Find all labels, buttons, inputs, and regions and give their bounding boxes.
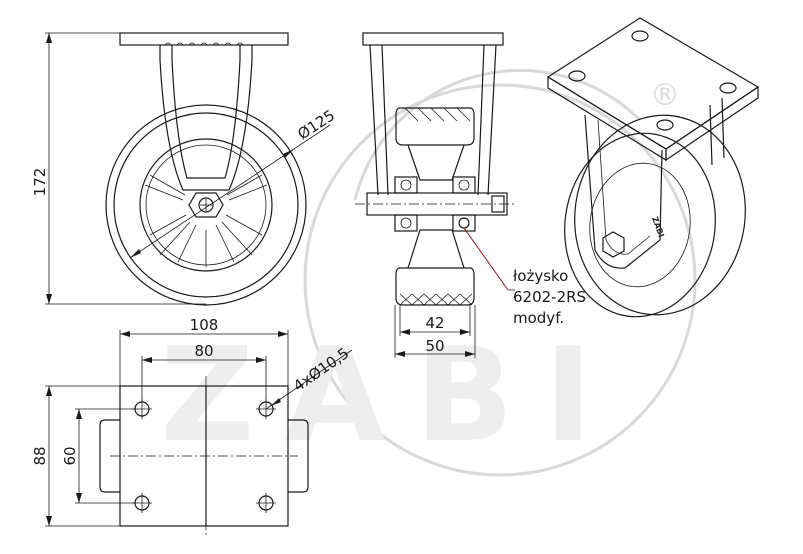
side-wheel-tread — [113, 112, 299, 298]
iso-fork-inner — [597, 119, 651, 255]
front-hub-bottom — [407, 229, 465, 269]
side-diameter-leader — [129, 124, 331, 259]
width-108-label: 108 — [190, 316, 219, 334]
isometric-view: ZABI — [546, 17, 760, 318]
side-wheel-tire — [105, 104, 307, 306]
bearing-note-line3: modyf. — [513, 309, 564, 327]
iso-wheel-back — [574, 114, 746, 316]
iso-plate-hole-3 — [719, 82, 737, 94]
total-width-50-label: 50 — [425, 337, 444, 355]
front-fork-right — [477, 44, 497, 196]
diameter-125-label: Ø125 — [294, 106, 338, 143]
spacing-80-label: 80 — [194, 342, 213, 360]
watermark-registered: ® — [650, 78, 680, 113]
spacing-60-label: 60 — [61, 446, 79, 465]
side-axle-circle — [198, 197, 214, 213]
iso-fork-back — [709, 97, 725, 166]
iso-plate-hole-2 — [631, 30, 649, 42]
height-172-label: 172 — [31, 168, 49, 197]
tread-hatch — [399, 107, 473, 306]
bearing-top-left — [394, 176, 418, 194]
side-fork-outer — [159, 45, 253, 191]
iso-hub-nut — [602, 231, 625, 258]
top-fork-ear-left — [99, 419, 120, 493]
front-view: 42 50 łożysko 6202-2RS modyf. — [355, 32, 586, 358]
side-fork-inner — [171, 45, 241, 179]
side-wheel-rim — [139, 138, 273, 272]
side-view: Ø125 172 — [31, 32, 338, 306]
watermark-brand: ZABI — [160, 319, 622, 471]
iso-wheel-rim — [589, 162, 691, 288]
bearing-top-right — [452, 176, 476, 194]
watermark: ZABI ® — [160, 69, 697, 477]
side-hub-nut — [188, 192, 224, 218]
bearing-note-line2: 6202-2RS — [513, 288, 586, 306]
iso-wheel-front — [564, 132, 716, 318]
axle-nut — [491, 195, 505, 213]
iso-fork — [584, 114, 663, 269]
front-hub-top — [407, 144, 465, 181]
iso-plate-hole-1 — [568, 70, 586, 82]
front-top-plate — [362, 32, 504, 46]
iso-plate-hole-4 — [656, 119, 674, 131]
side-wheel-spokes-2 — [144, 184, 268, 267]
bearing-bottom-left — [394, 214, 418, 232]
iso-plate-side-edge — [665, 85, 759, 162]
front-tire-bottom — [395, 267, 475, 306]
front-tire-top — [395, 107, 475, 146]
iso-fork-brand: ZABI — [650, 216, 666, 239]
side-top-plate — [119, 32, 289, 46]
watermark-arc — [353, 69, 642, 201]
hole-leader — [265, 349, 353, 410]
side-wheel-spokes — [149, 174, 263, 263]
watermark-ring — [303, 83, 697, 477]
wheel-width-42-label: 42 — [425, 314, 444, 332]
front-fork-left — [369, 44, 389, 196]
depth-88-label: 88 — [31, 446, 49, 465]
top-fork-ear-right — [288, 419, 309, 493]
side-weld-marks — [164, 42, 244, 46]
bearing-note-line1: łożysko — [513, 267, 568, 285]
bearing-leader — [463, 227, 509, 291]
